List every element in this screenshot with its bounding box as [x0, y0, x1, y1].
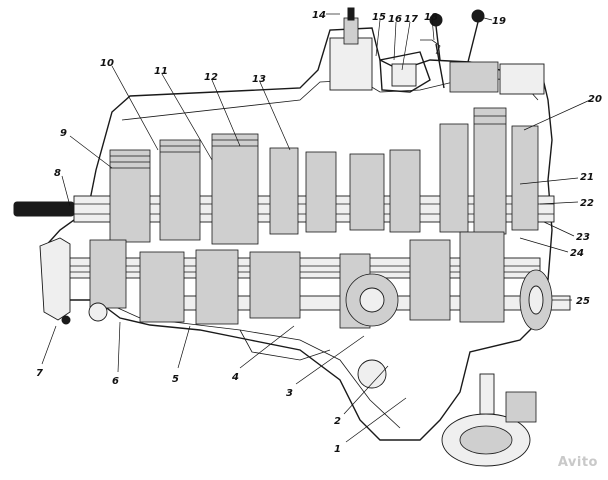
callout-6: 6 — [112, 376, 119, 387]
callout-17: 17 — [404, 14, 418, 25]
callout-16: 16 — [388, 14, 402, 25]
leader-lines — [41, 13, 591, 443]
callout-21: 21 — [580, 172, 594, 183]
avito-watermark: Avito — [557, 455, 598, 470]
callout-24: 24 — [570, 248, 584, 259]
callout-20: 20 — [588, 94, 602, 105]
top-cover — [329, 7, 545, 95]
callout-3: 3 — [286, 388, 293, 399]
callout-4: 4 — [231, 372, 239, 383]
gear-row-upper — [109, 107, 539, 245]
callout-7: 7 — [36, 368, 43, 379]
callout-12: 12 — [204, 72, 218, 83]
callout-19: 19 — [492, 16, 506, 27]
callout-5: 5 — [172, 374, 179, 385]
callout-9: 9 — [60, 128, 67, 139]
callout-13: 13 — [252, 74, 266, 85]
callout-10: 10 — [100, 58, 114, 69]
callout-25: 25 — [576, 296, 590, 307]
left-end-cover — [39, 237, 108, 325]
oil-pump — [357, 359, 537, 467]
callout-8: 8 — [54, 168, 61, 179]
callout-23: 23 — [576, 232, 590, 243]
gear-row-lower — [89, 231, 553, 331]
callout-11: 11 — [154, 66, 168, 77]
callout-15: 15 — [372, 12, 386, 23]
callout-18: 18 — [424, 12, 438, 23]
callout-22: 22 — [580, 198, 594, 209]
callouts: 1 2 3 4 5 6 7 8 9 10 11 12 13 14 15 16 1… — [36, 10, 602, 455]
callout-14: 14 — [312, 10, 326, 21]
callout-1: 1 — [334, 444, 341, 455]
callout-2: 2 — [334, 416, 341, 427]
